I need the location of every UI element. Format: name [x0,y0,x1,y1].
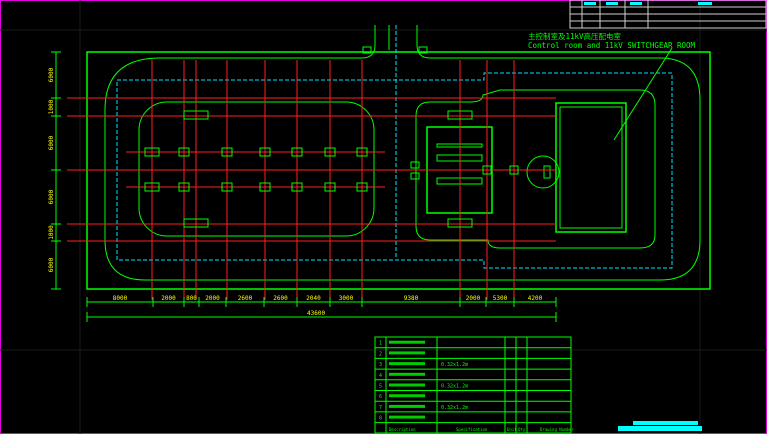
table-row-number: 4 [379,373,382,379]
dim-label: 4200 [528,295,543,302]
table-row-number: 3 [379,362,382,368]
dim-label: 6000 [48,135,55,150]
pad-stub-2 [410,172,420,180]
foundation [221,182,233,192]
table-row-number: 6 [379,394,382,400]
title-chinese: 主控制室及11kV高压配电室 [528,31,622,41]
dim-label: 2040 [306,295,321,302]
gate-post-left [362,46,372,54]
foundation [291,147,303,157]
foundation [291,182,303,192]
table-footer-label: Specification [456,427,488,432]
dim-label: 800 [186,295,197,302]
foundation [324,182,336,192]
dim-label: 6000 [48,67,55,82]
foundation [447,218,473,228]
table-row-number: 5 [379,384,382,390]
foundation [259,182,271,192]
foundation [144,147,160,157]
table-row-text-bar [389,404,425,408]
material-table [374,336,572,434]
table-row-number: 1 [379,341,382,347]
pad-stub-1 [410,161,420,169]
foundation [178,147,190,157]
gate-post-right [418,46,428,54]
dim-label: 2000 [161,295,176,302]
table-row-text-bar [389,351,425,355]
table-footer-label: Qty [518,427,526,432]
dim-label: 9380 [404,295,419,302]
dim-label: 2000 [205,295,220,302]
table-value: 0.32x1.2m [441,384,468,390]
foundation [324,147,336,157]
control-building [555,102,627,233]
tank-detail [543,165,551,179]
dim-label: 8000 [113,295,128,302]
table-row-text-bar [389,394,425,398]
dim-label: 1000 [48,225,55,240]
stamp-bar-2 [618,426,702,431]
table-row-text-bar [389,415,425,419]
transformer-road [415,89,656,249]
control-building-inner [559,106,623,229]
foundation [482,165,492,175]
foundation [183,110,209,120]
table-value: 0.32x1.2m [441,405,468,411]
table-footer-label: Unit [507,427,517,432]
horizontal-dimension-labels: 8000 2000 800 2000 2600 2600 2040 3000 9380 2000 5… [113,295,543,302]
dim-label: 2600 [273,295,288,302]
dim-label: 6000 [48,257,55,272]
dim-label: 2600 [238,295,253,302]
table-row-text-bar [389,372,425,376]
foundation [356,182,368,192]
foundation [447,110,473,120]
dim-label: 3000 [339,295,354,302]
table-footer-label: Drawing Number [540,427,574,432]
equipment-foundations [144,110,519,228]
table-row-number: 2 [379,351,382,357]
dim-label: 5300 [493,295,508,302]
table-row-number: 7 [379,405,382,411]
material-table-rows: 1 2 3 4 5 6 7 8 0.32x1.2m 0.32x1.2m 0.32x1.2mDescr… [375,340,574,432]
table-row-text-bar [389,383,425,387]
foundation [178,182,190,192]
foundation [259,147,271,157]
axis-lines [67,60,556,300]
title-english: Control room and 11kV SWITCHGEAR ROOM [528,41,696,50]
foundation [221,147,233,157]
foundation [356,147,368,157]
dim-label: 6000 [48,189,55,204]
top-right-title-strip [569,0,767,29]
table-row-text-bar [389,362,425,366]
stamp-bar-1 [633,421,698,425]
dim-label: 2000 [466,295,481,302]
table-footer-label: Description [389,427,416,432]
switchyard-road [138,101,375,237]
horizontal-dimension-ticks [86,297,557,322]
table-row-text-bar [389,340,425,344]
total-width-label: 43600 [307,310,325,317]
foundation [183,218,209,228]
fence-line [116,72,673,269]
table-row-number: 8 [379,416,382,422]
foundation [509,165,519,175]
foundation [144,182,160,192]
table-value: 0.32x1.2m [441,362,468,368]
vertical-dimension-labels: 6000 1000 6000 6000 1000 6000 [48,67,55,272]
dim-label: 1000 [48,99,55,114]
leader-line [613,47,673,141]
access-road [104,25,701,281]
tank-circle [526,155,560,189]
vertical-dimension-ticks [51,51,61,290]
